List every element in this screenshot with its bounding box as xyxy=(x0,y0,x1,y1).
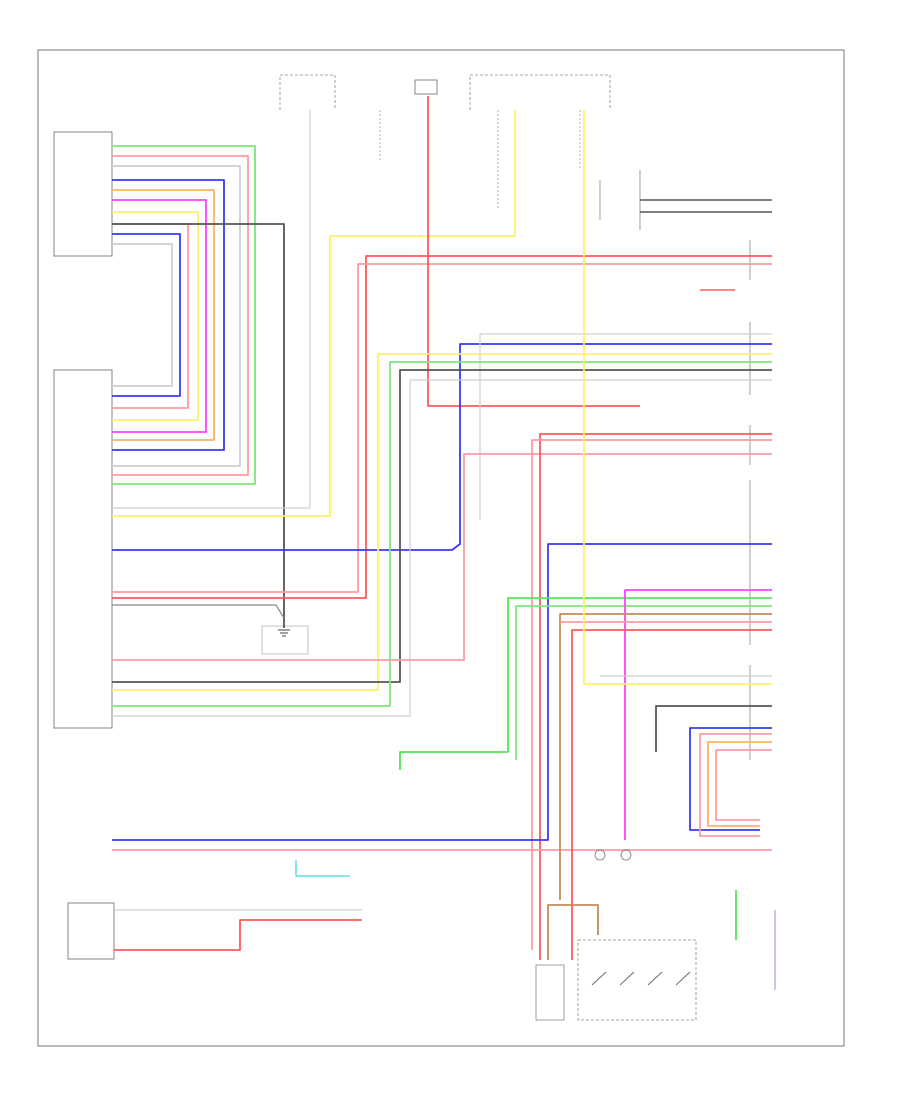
horn-contact-left xyxy=(594,849,606,861)
horn-contact-right xyxy=(620,849,632,861)
wire-black-lr xyxy=(655,705,772,752)
brake-switch-box xyxy=(535,964,565,1021)
wire-yellow-right xyxy=(583,110,772,685)
wire-green-right2 xyxy=(515,605,772,760)
driver-switch-connector xyxy=(53,131,113,257)
wire-white-top xyxy=(112,165,241,467)
wire-white-mid2 xyxy=(112,379,772,717)
relay-component xyxy=(414,79,438,95)
wire-magenta-top xyxy=(112,199,207,433)
multiplex-switch-connector xyxy=(53,369,113,729)
cruise-module-connector xyxy=(67,902,115,960)
wire-red-relay xyxy=(427,96,640,407)
wire-blue-lr xyxy=(689,727,772,831)
wire-yellow-long xyxy=(112,110,516,517)
wire-green-mid xyxy=(112,361,772,707)
wire-pink-top xyxy=(112,155,249,476)
wire-orange-lr xyxy=(707,741,772,827)
switch-contacts xyxy=(591,971,691,986)
wire-pink-lr2 xyxy=(715,749,772,821)
steering-switch-box xyxy=(577,939,697,1021)
wire-white-top2 xyxy=(112,243,173,387)
wire-red-cruise xyxy=(114,919,362,951)
wire-black-ground xyxy=(112,223,285,628)
wire-blue-top1 xyxy=(112,179,225,451)
wire-brown-brake xyxy=(547,904,599,960)
wire-lightgreen-right xyxy=(399,597,772,770)
ground-component xyxy=(261,625,309,655)
wire-pink-long xyxy=(112,263,772,593)
wire-blue-long xyxy=(112,343,772,551)
wire-blue-top2 xyxy=(112,233,181,397)
wire-yellow-top xyxy=(112,211,199,421)
wire-white-lower xyxy=(112,110,311,509)
wire-red-down xyxy=(539,433,772,960)
wire-red-long xyxy=(112,255,772,599)
wire-yellow-mid xyxy=(112,353,772,691)
wire-green-top xyxy=(112,145,256,485)
diagram-frame xyxy=(37,49,845,1047)
wire-pink-down xyxy=(531,439,772,950)
wire-magenta-right xyxy=(624,589,772,840)
fuse-box-group xyxy=(279,74,611,110)
wire-brown-right xyxy=(559,613,772,900)
wire-red-right2 xyxy=(571,629,772,960)
wire-pink-lr xyxy=(699,733,772,837)
wire-cyan xyxy=(295,860,350,877)
right-connectors xyxy=(599,170,751,760)
ground-symbol xyxy=(278,629,290,637)
wire-pink-top2 xyxy=(112,223,189,409)
wire-blue-right xyxy=(112,543,772,841)
wires xyxy=(112,96,776,990)
wire-black-ground2 xyxy=(112,604,285,619)
wire-pink-mid xyxy=(112,453,772,661)
wire-white-long xyxy=(479,333,772,520)
wire-black-mid xyxy=(112,369,772,683)
wire-orange-top xyxy=(112,189,215,441)
fuse-feed-lines xyxy=(379,110,581,210)
